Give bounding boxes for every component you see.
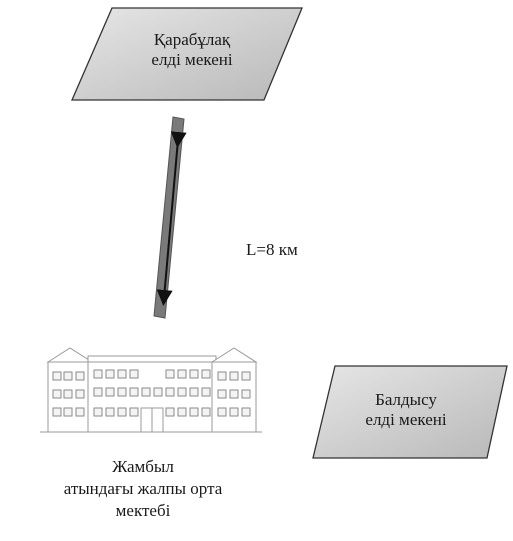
school-name-line3: мектебі (115, 500, 171, 520)
school-name-line2: атындағы жалпы орта (63, 478, 223, 498)
village-top-shape (71, 7, 303, 101)
school-name: Жамбыл атындағы жалпы орта мектебі (18, 456, 268, 521)
village-top-line1: Қарабұлақ (153, 30, 231, 49)
double-arrow-icon (156, 131, 187, 306)
village-bottom-line1: Балдысу (375, 390, 437, 409)
village-bottom-line2: елді мекені (365, 410, 447, 430)
school-building-icon (40, 347, 262, 433)
road-segment (153, 116, 185, 319)
village-top-line2: елді мекені (151, 50, 233, 70)
window-grid (52, 369, 251, 417)
village-bottom-shape (312, 365, 508, 459)
village-top-label: Қарабұлақ елді мекені (112, 30, 272, 71)
distance-label: L=8 км (246, 240, 298, 259)
route-connector (153, 116, 187, 319)
village-bottom-label: Балдысу елді мекені (326, 390, 486, 431)
school-name-line1: Жамбыл (112, 457, 174, 476)
